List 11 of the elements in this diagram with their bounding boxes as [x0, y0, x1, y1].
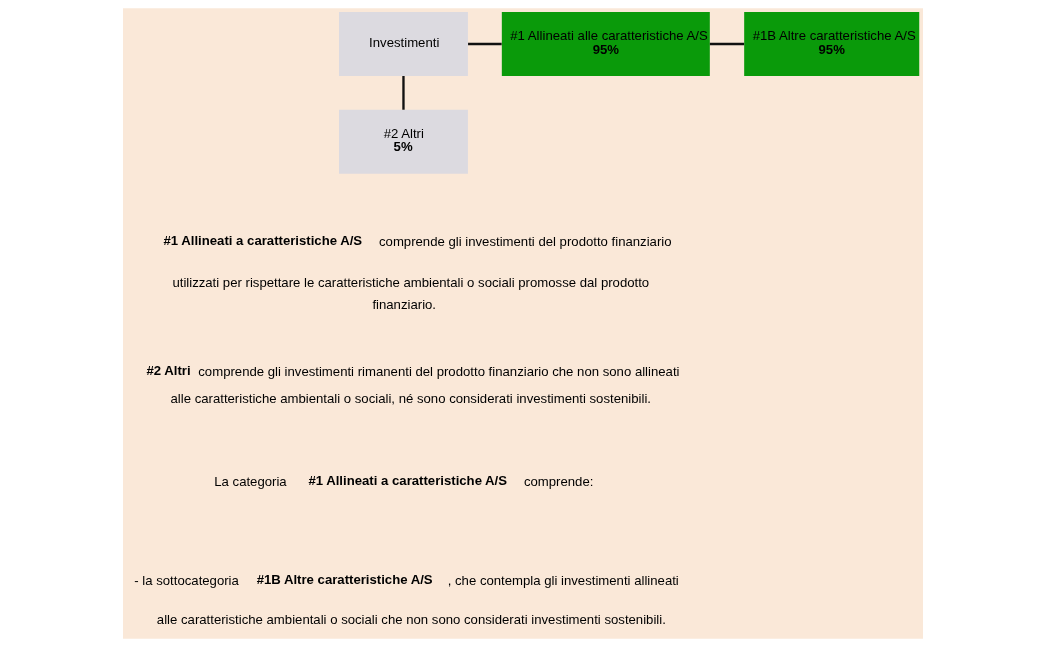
node-box: Investimenti — [339, 11, 468, 76]
connector — [402, 76, 405, 110]
node-box: #1B Altre caratteristiche A/S 95% — [744, 11, 920, 76]
label: - la sottocategoria #1B Altre caratteristiche A/S, che contempla gli investimenti allineati alle caratteristiche ambientali o sociali che non sono considerati investimenti sostenibili. — [134, 572, 679, 627]
node-box: #2 Altri 5% — [339, 109, 468, 174]
connector — [709, 42, 745, 46]
node-box: #1 Allineati alle caratteristiche A/S 95% — [501, 11, 710, 76]
label: La categoria #1 Allineati a caratteristiche A/S comprende: — [214, 473, 594, 490]
connector — [468, 42, 502, 46]
label: #2 Altri comprende gli investimenti rimanenti del prodotto finanziario che non sono allineati alle caratteristiche ambientali o sociali, né sono considerati investimenti sostenibili. — [146, 363, 680, 406]
label: #1 Allineati a caratteristiche A/S comprende gli investimenti del prodotto finanziario utilizzati per rispettare le caratteristiche ambientali o sociali promosse dal prodotto finanziario. — [163, 233, 672, 313]
